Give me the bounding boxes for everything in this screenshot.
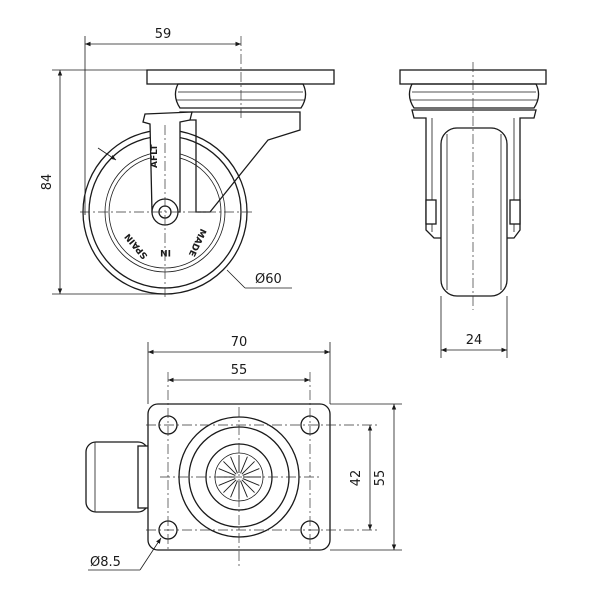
dim-plate-width: 70: [231, 335, 248, 350]
wheel-brand-text: AFLT: [150, 144, 160, 168]
wheel-origin-line1: MADE: [186, 227, 208, 258]
hub-spoke: [242, 468, 260, 476]
front-view: 24: [399, 62, 547, 358]
wheel-origin-line2: IN: [160, 247, 171, 257]
hub-spoke: [218, 468, 236, 476]
top-view: 70 55 42 55 Ø8.5: [85, 335, 402, 571]
front-axle-left: [425, 199, 437, 225]
side-view: AFLT MADE IN SPAIN 59 84 Ø60: [40, 27, 335, 300]
dim-wheel-width: 24: [466, 333, 483, 348]
front-fork: [411, 109, 537, 239]
side-swivel-bearing: [174, 83, 307, 109]
dim-total-height: 84: [40, 174, 55, 191]
front-wheel: [440, 127, 508, 297]
hub-spoke: [218, 478, 236, 486]
hub-spoke: [242, 478, 260, 486]
front-swivel-bearing: [408, 83, 540, 109]
wheel-origin-line3: SPAIN: [123, 231, 150, 260]
dim-plate-offset: 59: [155, 27, 172, 42]
side-top-plate: [146, 69, 335, 85]
hub-spoke: [240, 456, 248, 474]
dim-hole-spacing-y: 42: [349, 470, 364, 487]
hub-spoke: [230, 480, 238, 498]
dim-wheel-diameter: Ø60: [255, 272, 282, 287]
hub-spoke: [223, 461, 237, 475]
hub-spoke: [240, 480, 248, 498]
front-axle-right: [509, 199, 521, 225]
hub-spoke: [230, 456, 238, 474]
hub-spoke: [223, 479, 237, 493]
dim-hole-spacing-x: 55: [231, 363, 248, 378]
hub-spoke: [241, 461, 255, 475]
dim-hole-diameter: Ø8.5: [90, 555, 121, 570]
hub-spoke: [241, 479, 255, 493]
dim-plate-height: 55: [373, 470, 388, 487]
